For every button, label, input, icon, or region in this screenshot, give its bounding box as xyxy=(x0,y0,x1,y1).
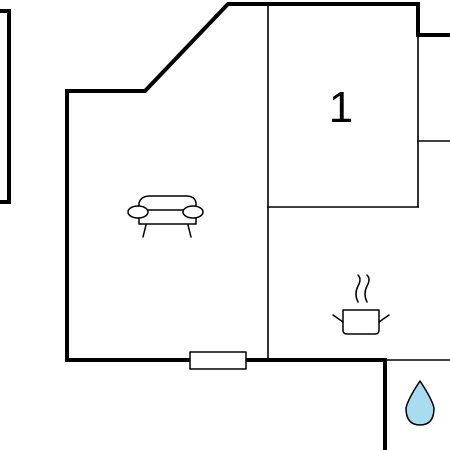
outer-wall xyxy=(65,1,420,450)
left-room-wall xyxy=(0,9,11,204)
window xyxy=(189,351,247,370)
room-1-right-wall xyxy=(416,2,450,37)
water-drop-icon xyxy=(405,380,435,426)
room-1-label: 1 xyxy=(329,83,353,132)
sofa-icon xyxy=(127,195,204,238)
cooking-pot-icon xyxy=(332,274,390,335)
